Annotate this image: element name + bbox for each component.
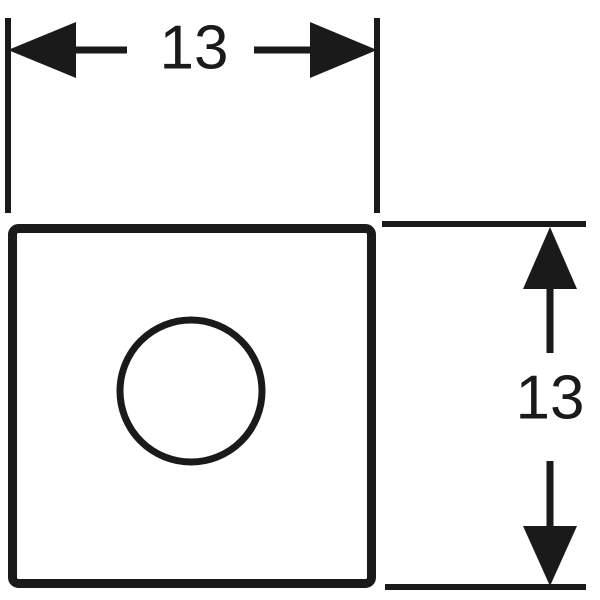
- width-dimension-group: 13: [5, 13, 380, 213]
- height-dimension-group: 13: [382, 221, 586, 590]
- center-hole-circle: [116, 316, 266, 466]
- width-arrowhead-left-icon: [8, 22, 76, 78]
- width-dimension-value: 13: [160, 13, 229, 82]
- height-arrowhead-down-icon: [523, 526, 577, 586]
- height-arrowhead-up-icon: [523, 227, 577, 289]
- square-plate-outline: [8, 224, 376, 588]
- height-dimension-value: 13: [516, 363, 585, 432]
- width-arrowhead-right-icon: [310, 22, 377, 78]
